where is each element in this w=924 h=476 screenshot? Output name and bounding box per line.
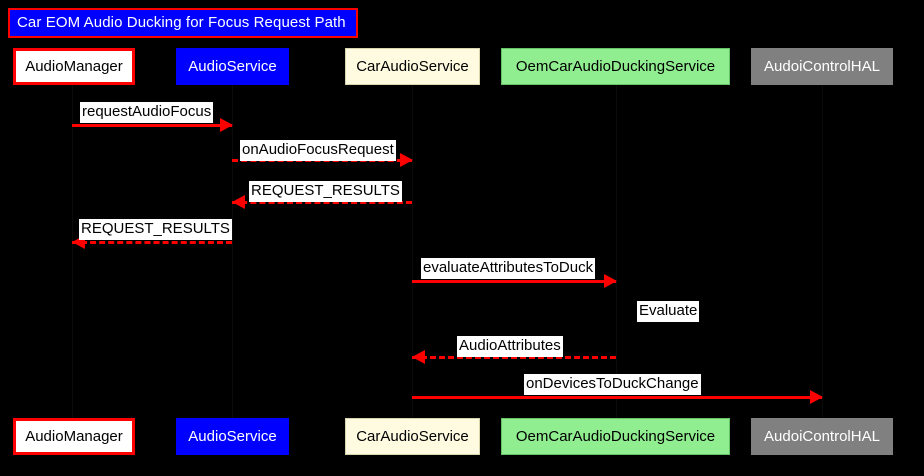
message-line-5 bbox=[412, 280, 616, 283]
participant-caraudioservice-top[interactable]: CarAudioService bbox=[345, 48, 480, 85]
lifeline-audiomanager bbox=[72, 85, 73, 418]
arrow-head-left-3 bbox=[232, 195, 245, 209]
message-line-6 bbox=[412, 356, 616, 359]
message-label-5: evaluateAttributesToDuck bbox=[421, 258, 596, 279]
participant-audiomanager-bottom[interactable]: AudioManager bbox=[13, 418, 135, 455]
participant-audioservice-top[interactable]: AudioService bbox=[176, 48, 289, 85]
message-label-7: onDevicesToDuckChange bbox=[524, 374, 701, 395]
lifeline-caraudioservice bbox=[412, 85, 413, 418]
participant-audioservice-bottom[interactable]: AudioService bbox=[176, 418, 289, 455]
message-label-3: REQUEST_RESULTS bbox=[249, 181, 402, 202]
participant-oemduckingservice-top[interactable]: OemCarAudioDuckingService bbox=[501, 48, 730, 85]
message-label-1: requestAudioFocus bbox=[80, 102, 214, 123]
participant-audiocontrolhal-bottom[interactable]: AudoiControlHAL bbox=[751, 418, 893, 455]
message-line-1 bbox=[72, 124, 232, 127]
participant-audiomanager-top[interactable]: AudioManager bbox=[13, 48, 135, 85]
participant-oemduckingservice-bottom[interactable]: OemCarAudioDuckingService bbox=[501, 418, 730, 455]
arrow-head-right-2 bbox=[400, 153, 413, 167]
lifeline-audioservice bbox=[232, 85, 233, 418]
message-label-6: AudioAttributes bbox=[457, 336, 563, 357]
diagram-title: Car EOM Audio Ducking for Focus Request … bbox=[8, 8, 358, 38]
lifeline-audiocontrolhal bbox=[822, 85, 823, 418]
participant-audiocontrolhal-top[interactable]: AudoiControlHAL bbox=[751, 48, 893, 85]
arrow-head-left-6 bbox=[412, 350, 425, 364]
message-line-4 bbox=[72, 241, 232, 244]
lifeline-oemduckingservice bbox=[616, 85, 617, 418]
arrow-head-right-1 bbox=[220, 118, 233, 132]
arrow-head-right-5 bbox=[604, 274, 617, 288]
message-label-2: onAudioFocusRequest bbox=[240, 140, 396, 161]
arrow-head-right-7 bbox=[810, 390, 823, 404]
participant-caraudioservice-bottom[interactable]: CarAudioService bbox=[345, 418, 480, 455]
note-evaluate: Evaluate bbox=[637, 301, 700, 322]
message-line-3 bbox=[232, 201, 412, 204]
message-label-4: REQUEST_RESULTS bbox=[79, 219, 232, 240]
message-line-7 bbox=[412, 396, 822, 399]
